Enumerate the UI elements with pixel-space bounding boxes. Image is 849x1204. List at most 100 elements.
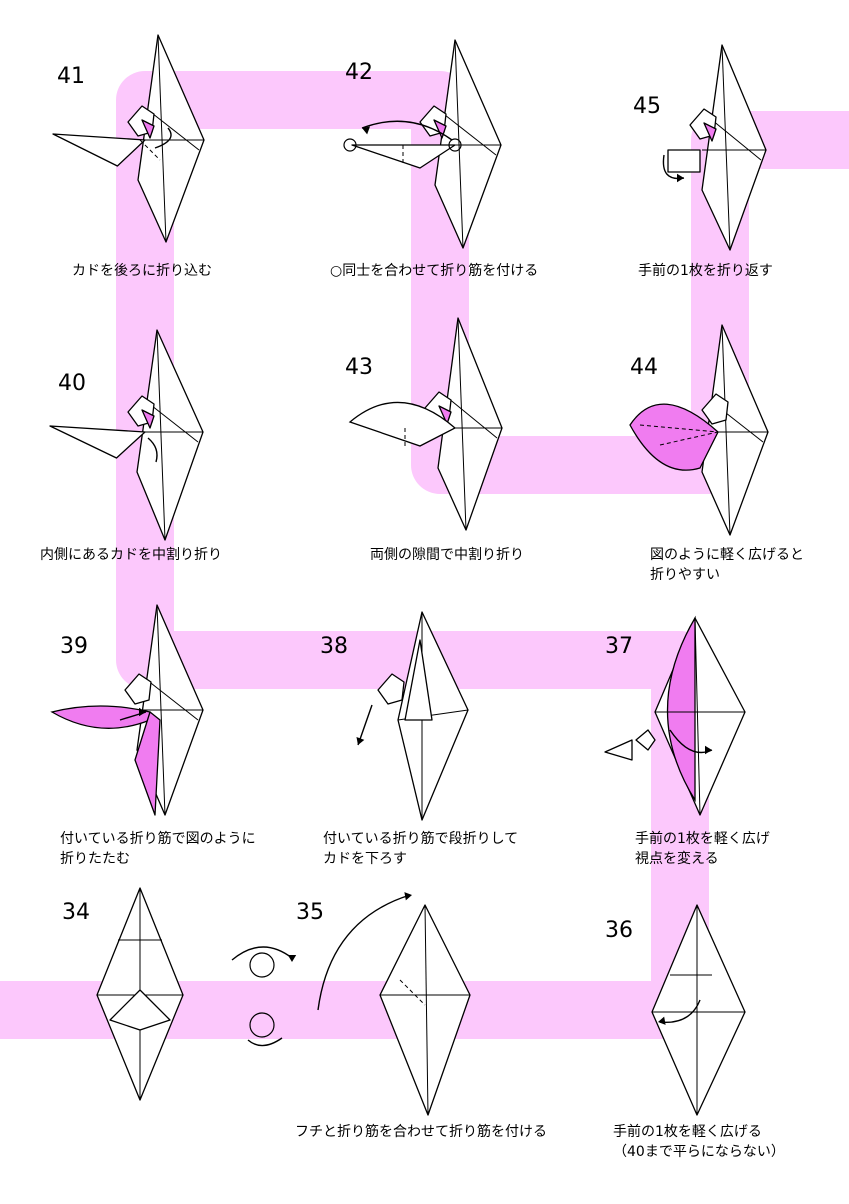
- fold-arrowhead: [705, 745, 712, 755]
- step-number-41: 41: [57, 64, 85, 89]
- step-35-caption-line-1: フチと折り筋を合わせて折り筋を付ける: [295, 1124, 547, 1140]
- head-color-flap: [141, 119, 155, 139]
- fold-arrow: [357, 704, 373, 746]
- center-crease: [694, 617, 701, 816]
- fold-line: [139, 139, 161, 161]
- rotate-arrow-top: [231, 946, 293, 961]
- figure-step-39: [50, 604, 204, 816]
- step-number-45: 45: [633, 94, 661, 119]
- step-number-44: 44: [630, 355, 658, 380]
- step-42-caption-line-1: ○同士を合わせて折り筋を付ける: [330, 263, 539, 279]
- ref-circle-right: [448, 138, 462, 152]
- step-36-caption-line-1: 手前の1枚を軽く広げる: [613, 1124, 762, 1140]
- figure-step-44: [629, 324, 769, 536]
- kite-diagonal-crease: [447, 397, 498, 439]
- step-number-43: 43: [345, 355, 373, 380]
- kite-center-crease: [721, 44, 731, 251]
- kite-diagonal-crease: [711, 119, 762, 161]
- step-44-caption-line-2: 折りやすい: [650, 567, 720, 583]
- step-43-caption-line-1: 両側の隙間で中割り折り: [370, 547, 524, 563]
- spread-flap-lower: [134, 711, 161, 816]
- kite-diagonal-crease: [147, 109, 200, 151]
- fold-arrowhead: [356, 736, 365, 745]
- kite-center-crease: [721, 324, 731, 536]
- fold-arrow: [361, 120, 453, 141]
- figure-step-40: [49, 329, 204, 541]
- folding-figures: [49, 34, 769, 1116]
- step-number-42: 42: [345, 60, 373, 85]
- step-45-caption-line-1: 手前の1枚を折り返す: [638, 263, 773, 279]
- color-flap: [666, 615, 696, 803]
- step-number-35: 35: [296, 900, 324, 925]
- figure-step-36: [651, 904, 746, 1116]
- rotate-loop-bottom: [249, 1012, 275, 1038]
- fold-arrowhead: [404, 892, 412, 901]
- crease-line: [639, 424, 719, 433]
- step-number-34: 34: [62, 900, 90, 925]
- head-flap: [701, 393, 729, 425]
- figure-step-45: [662, 44, 767, 251]
- step-37-caption-line-1: 手前の1枚を軽く広げ: [635, 831, 770, 847]
- left-flap: [52, 133, 146, 167]
- step-40-caption-line-1: 内側にあるカドを中割り折り: [40, 547, 222, 563]
- inner-flap: [109, 989, 171, 1031]
- step-number-36: 36: [605, 918, 633, 943]
- spread-flap: [629, 403, 719, 471]
- view-arrow: [635, 729, 656, 751]
- step-41-caption-line-1: カドを後ろに折り込む: [72, 263, 212, 279]
- kite-center-crease: [457, 317, 467, 531]
- diag-crease: [399, 979, 426, 1006]
- step-number-37: 37: [605, 634, 633, 659]
- fold-arrow: [317, 894, 411, 1011]
- step-number-39: 39: [60, 634, 88, 659]
- head-color-flap: [703, 122, 717, 142]
- step-number-38: 38: [320, 634, 348, 659]
- step-39-caption-line-2: 折りたたむ: [60, 851, 130, 867]
- left-flap: [49, 425, 146, 459]
- pleat-flap: [404, 639, 433, 721]
- head-flap: [124, 673, 152, 705]
- head-color-flap: [438, 405, 452, 425]
- head-color-flap: [141, 409, 155, 429]
- step-38-caption-line-2: カドを下ろす: [323, 851, 407, 867]
- figure-step-38: [356, 611, 469, 821]
- figure-step-37: [604, 615, 746, 816]
- kite-center-crease: [156, 329, 166, 541]
- fold-arrowhead: [139, 707, 146, 717]
- figure-step-34: [96, 887, 297, 1101]
- step-order-band-path: [0, 71, 849, 1039]
- kite-center-crease: [454, 39, 464, 249]
- fold-arrow: [154, 127, 172, 149]
- fold-arrowhead: [658, 1016, 666, 1025]
- step-order-band: [0, 71, 849, 1039]
- rotate-loop-top: [249, 952, 275, 978]
- figure-step-41: [52, 34, 205, 243]
- kite-diagonal-crease: [146, 679, 199, 721]
- step-39-caption-line-1: 付いている折り筋で図のように: [60, 831, 256, 847]
- ref-circle-left: [343, 138, 357, 152]
- rotate-arrow-bottom: [247, 1037, 283, 1047]
- figure-step-35: [317, 892, 471, 1116]
- fold-arrowhead: [677, 173, 684, 183]
- step-44-caption-line-1: 図のように軽く広げると: [650, 547, 804, 563]
- fold-arrow: [147, 437, 158, 463]
- head-flap: [377, 673, 405, 705]
- center-crease: [424, 904, 429, 1116]
- figure-step-42: [343, 39, 502, 249]
- folded-flap: [667, 149, 701, 173]
- kite-center-crease: [157, 34, 167, 243]
- figure-step-43: [348, 317, 503, 531]
- spread-flap-left: [50, 705, 151, 729]
- kite-diagonal-crease: [146, 401, 199, 443]
- kite-diagonal-crease: [444, 114, 497, 156]
- step-number-40: 40: [58, 371, 86, 396]
- rounded-flap: [348, 401, 457, 447]
- crease-line-2: [659, 431, 719, 446]
- step-37-caption-line-2: 視点を変える: [635, 851, 719, 867]
- step-38-caption-line-1: 付いている折り筋で段折りして: [323, 831, 519, 847]
- step-36-caption-line-2: （40まで平らにならない）: [613, 1144, 785, 1160]
- fold-arrowhead: [362, 126, 371, 135]
- view-eye: [604, 739, 633, 761]
